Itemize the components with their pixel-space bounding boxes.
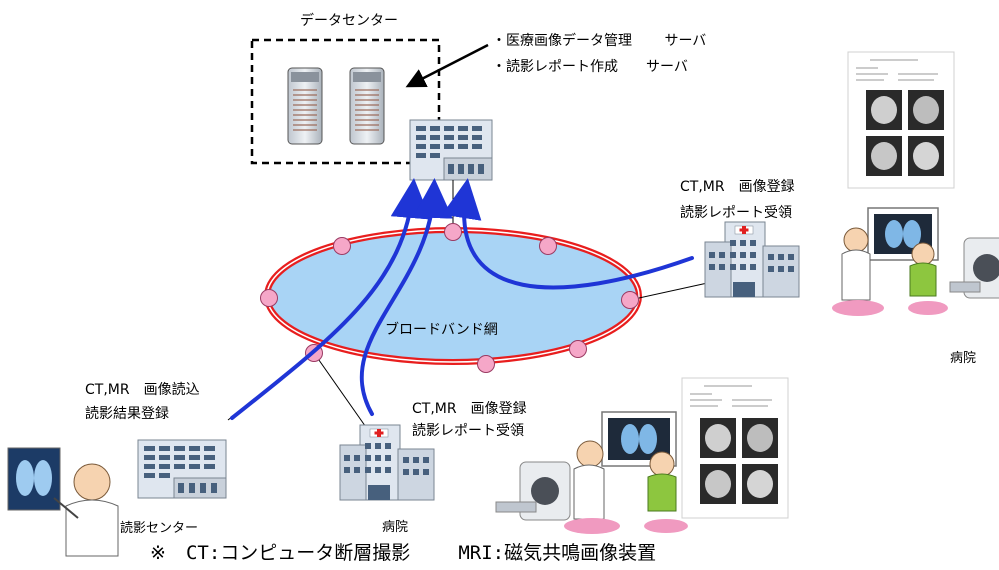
network-node: [477, 355, 495, 373]
xray-viewer-icon: [7, 447, 119, 557]
network-node: [569, 340, 587, 358]
footnote: ※ CT:コンピュータ断層撮影 MRI:磁気共鳴画像装置: [150, 538, 656, 565]
network-nodes: [260, 223, 639, 373]
data-center-boundary: [250, 38, 441, 165]
broadband-network-label: ブロードバンド網: [385, 322, 498, 338]
ct-scanner-icon: [495, 461, 571, 521]
doctor-patient-icon: [832, 207, 948, 316]
hospital-bottom-caption: 病院: [382, 520, 409, 535]
reading-center-role-line1: CT,MR 画像読込: [85, 382, 200, 398]
hospital-right-caption: 病院: [950, 351, 977, 366]
data-center-label: データセンター: [300, 13, 398, 29]
footnote-mri: MRI:磁気共鳴画像装置: [458, 542, 657, 564]
server-label-report-creation: ・読影レポート作成 サーバ: [492, 59, 688, 75]
hospital-building-icon: [339, 424, 435, 501]
network-node: [621, 291, 639, 309]
ct-scanner-icon: [949, 237, 999, 299]
hospital-right-role-line2: 読影レポート受領: [680, 205, 792, 221]
reading-center-role-line2: 読影結果登録: [85, 406, 169, 422]
server-label-image-management: ・医療画像データ管理 サーバ: [492, 33, 707, 49]
network-node: [444, 223, 462, 241]
flow-arrow-hospital-bottom: [359, 178, 453, 416]
server-rack-icon: [287, 67, 323, 145]
network-node: [333, 237, 351, 255]
hospital-bottom-role-line2: 読影レポート受領: [412, 423, 524, 439]
reading-center-caption: 読影センター: [120, 521, 199, 536]
network-node: [539, 237, 557, 255]
hospital-building-icon: [704, 221, 800, 298]
pointer-arrow: [405, 43, 489, 88]
office-building-icon: [137, 439, 227, 499]
report-document-icon: [847, 51, 955, 189]
flow-arrow-reading-center: [230, 178, 431, 420]
data-flow-arrows: [230, 178, 694, 420]
network-node: [260, 289, 278, 307]
doctor-patient-icon: [564, 411, 688, 534]
flow-arrow-hospital-right: [441, 178, 694, 290]
report-document-icon: [681, 377, 789, 519]
server-rack-icon: [349, 67, 385, 145]
hospital-right-role-line1: CT,MR 画像登録: [680, 179, 795, 195]
connector-line: [629, 281, 713, 301]
hospital-bottom-role-line1: CT,MR 画像登録: [412, 401, 527, 417]
footnote-mark: ※: [150, 542, 166, 564]
footnote-ct: CT:コンピュータ断層撮影: [185, 542, 411, 564]
office-building-icon: [409, 119, 493, 181]
